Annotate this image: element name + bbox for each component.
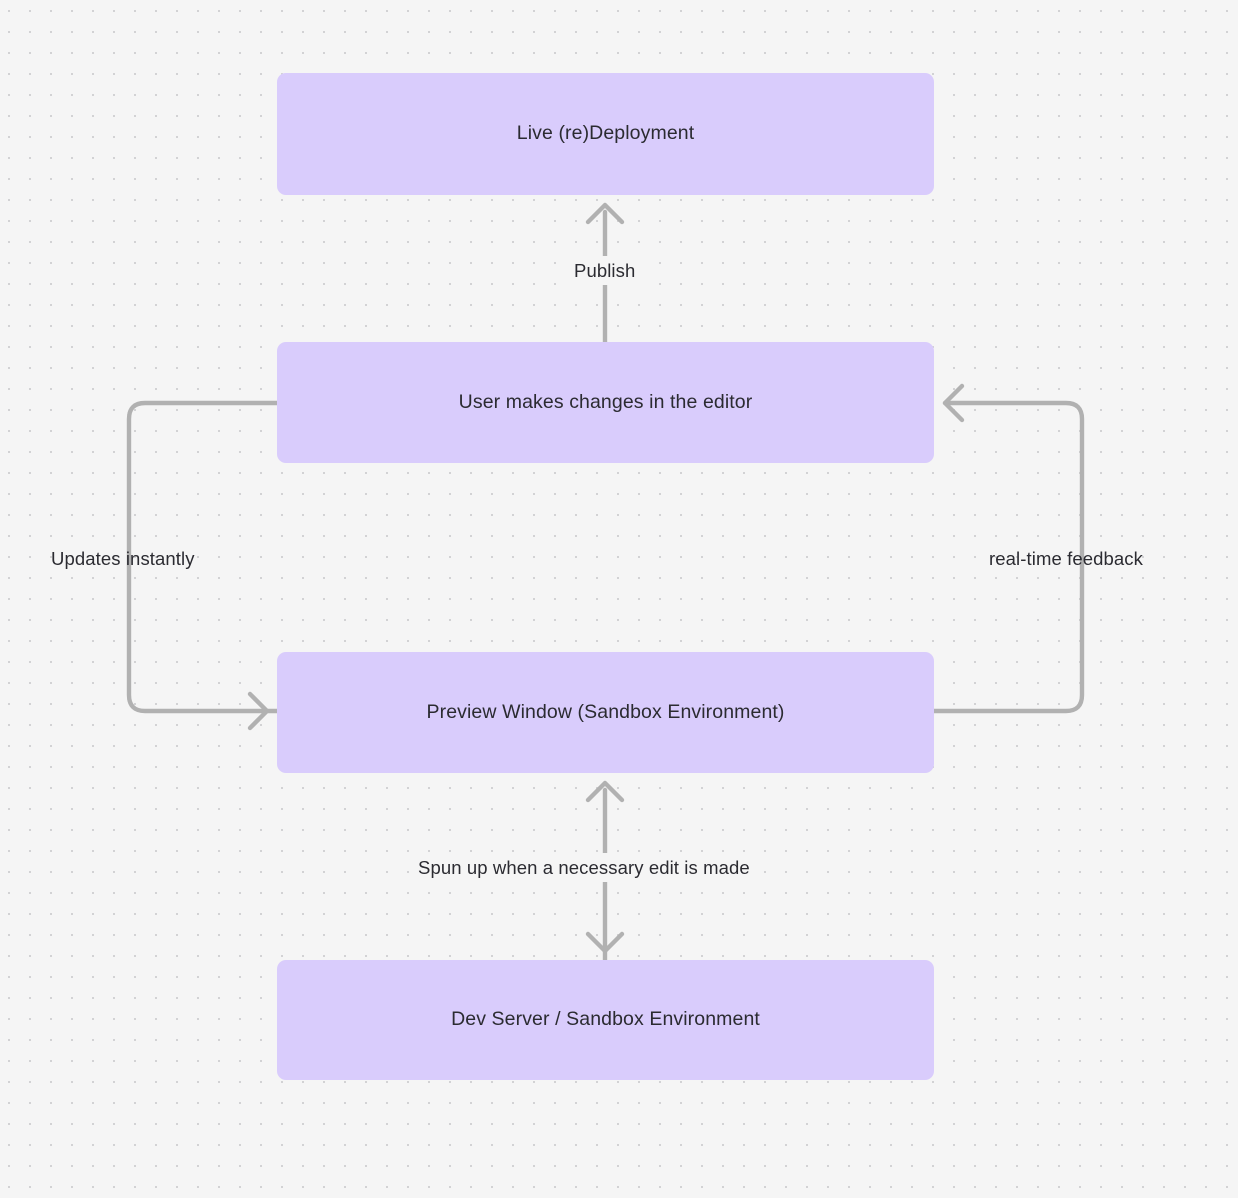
node-label: User makes changes in the editor — [458, 390, 753, 413]
edge-spunup-arrowhead-down — [585, 931, 625, 954]
edge-label-updates-instantly: Updates instantly — [51, 548, 195, 569]
node-live-redeployment[interactable]: Live (re)Deployment — [277, 73, 934, 195]
edge-realtime-arrowhead — [942, 383, 965, 423]
node-label: Live (re)Deployment — [516, 122, 695, 145]
node-preview-window[interactable]: Preview Window (Sandbox Environment) — [277, 652, 934, 773]
node-label: Dev Server / Sandbox Environment — [451, 1008, 760, 1031]
node-user-makes-changes[interactable]: User makes changes in the editor — [277, 342, 934, 463]
edge-spunup-arrowhead-up — [585, 780, 625, 803]
node-label: Preview Window (Sandbox Environment) — [426, 700, 785, 723]
edge-publish-arrowhead — [585, 202, 625, 225]
edge-label-spun-up: Spun up when a necessary edit is made — [411, 853, 757, 883]
edge-label-publish: Publish — [567, 256, 643, 286]
edge-label-real-time-feedback: real-time feedback — [989, 548, 1143, 569]
edge-updates-arrowhead — [247, 691, 270, 731]
node-dev-server[interactable]: Dev Server / Sandbox Environment — [277, 960, 934, 1080]
